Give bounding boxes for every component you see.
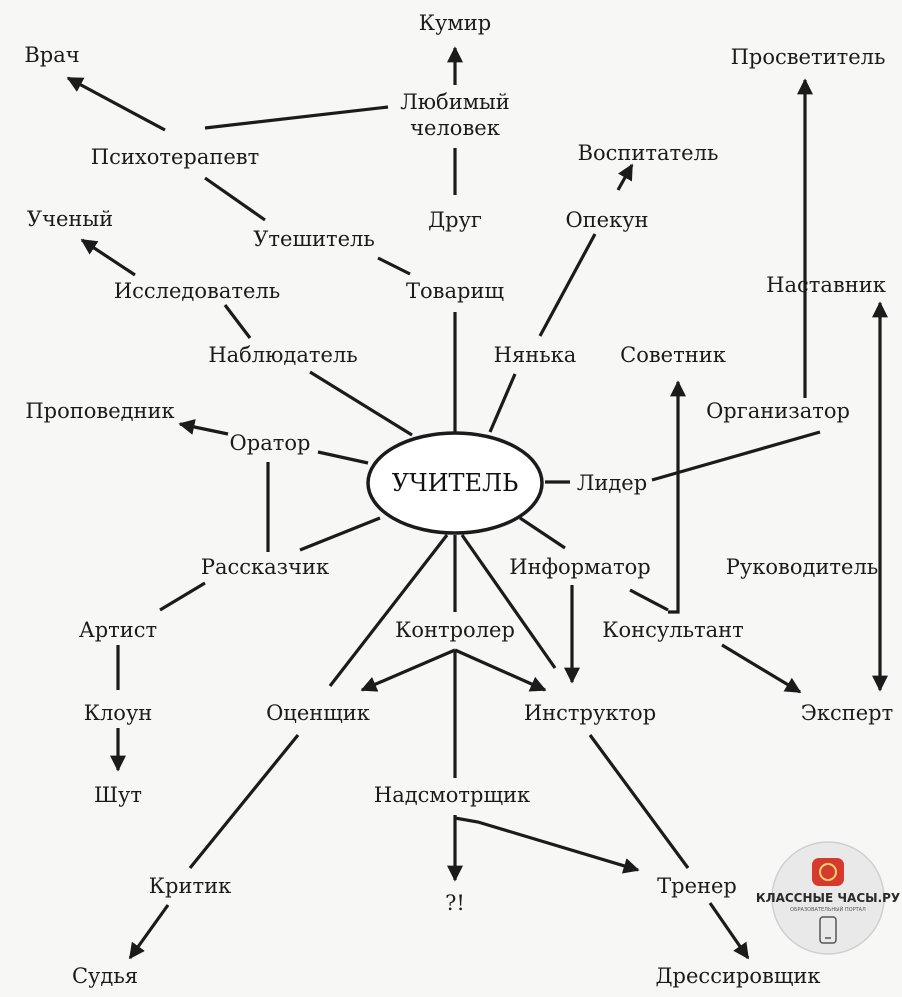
edge-nadsmotrshchik-trener <box>454 816 640 874</box>
node-konsultant: Консультант <box>602 618 744 642</box>
edge-center-nyanka <box>488 373 517 433</box>
node-informator: Информатор <box>509 555 650 579</box>
node-instruktor: Инструктор <box>524 701 656 725</box>
edge-trener-dressirovshchik <box>708 902 750 960</box>
watermark-title: КЛАССНЫЕ ЧАСЫ.РУ <box>756 891 900 905</box>
edge-konsultant-informator <box>629 588 669 612</box>
edge-uteshitel-tovarishch <box>377 256 411 276</box>
node-uteshitel: Утешитель <box>253 227 375 251</box>
node-propovednik: Проповедник <box>25 399 174 423</box>
node-dressirovshchik: Дрессировщик <box>655 964 820 988</box>
edge-center-informator <box>519 516 566 550</box>
edge-lyubimyy-psihoterapevt <box>204 105 389 130</box>
edge-rasskazchik-artist <box>159 581 206 612</box>
badge-emblem-icon <box>812 858 844 886</box>
edge-center-nablyudatel <box>309 370 413 437</box>
watermark-subtitle: ОБРАЗОВАТЕЛЬНЫЙ ПОРТАЛ <box>790 906 866 913</box>
node-rasskazchik: Рассказчик <box>201 555 329 579</box>
edge-nablyudatel-issledovatel <box>223 304 252 339</box>
edge-opekun-vospitatel <box>616 163 634 191</box>
node-lider: Лидер <box>577 471 647 495</box>
edge-issledovatel-uchenyy <box>80 238 136 277</box>
node-vrach: Врач <box>24 43 79 67</box>
node-uchenyy: Ученый <box>27 207 113 231</box>
edge-center-orator <box>317 450 369 465</box>
node-issledovatel: Исследователь <box>114 279 280 303</box>
node-ekspert: Эксперт <box>801 701 893 725</box>
node-nastavnik: Наставник <box>766 273 886 297</box>
edge-lider-organizator <box>651 430 821 482</box>
node-sudya: Судья <box>72 964 138 988</box>
node-vospitatel: Воспитатель <box>578 141 719 165</box>
node-nyanka: Нянька <box>494 343 577 367</box>
node-orator: Оратор <box>230 431 311 455</box>
node-kontroler: Контролер <box>395 618 515 642</box>
edge-psihoterapevt-vrach <box>66 76 166 132</box>
node-artist: Артист <box>79 618 157 642</box>
edge-instruktor-trener <box>588 734 690 869</box>
node-kloun: Клоун <box>84 701 153 725</box>
node-question: ?! <box>445 891 465 915</box>
edge-kontroler-instruktor <box>454 648 547 692</box>
edge-orator-propovednik <box>178 419 229 436</box>
edge-konsultant-sovetnik <box>668 380 686 614</box>
node-nadsmotrshchik: Надсмотрщик <box>374 783 530 807</box>
node-rukovoditel: Руководитель <box>726 555 878 579</box>
edge-psihoterapevt-uteshitel <box>204 176 266 222</box>
node-sovetnik: Советник <box>620 343 726 367</box>
edge-center-rasskazchik <box>299 516 381 552</box>
node-organizator: Организатор <box>706 399 850 423</box>
edge-nyanka-opekun <box>538 233 597 337</box>
node-drug: Друг <box>428 208 482 232</box>
edge-kritik-sudya <box>128 904 170 960</box>
center-ellipse <box>366 431 544 535</box>
edge-konsultant-ekspert <box>721 643 802 694</box>
node-shut: Шут <box>94 783 142 807</box>
node-nablyudatel: Наблюдатель <box>208 343 357 367</box>
connectors <box>66 46 888 960</box>
center-label: УЧИТЕЛЬ <box>392 469 519 497</box>
edge-center-ocenshchik <box>328 534 449 687</box>
node-ocenshchik: Оценщик <box>266 701 370 725</box>
node-opekun: Опекун <box>565 208 648 232</box>
node-lyubimyy-2: человек <box>410 116 500 140</box>
node-kumir: Кумир <box>419 11 491 35</box>
phone-icon <box>819 916 837 944</box>
edge-ocenshchik-kritik <box>188 733 300 870</box>
edge-kontroler-ocenshchik <box>360 648 456 692</box>
node-kritik: Критик <box>149 874 231 898</box>
edge-center-instruktor <box>460 534 557 669</box>
watermark-badge: КЛАССНЫЕ ЧАСЫ.РУ ОБРАЗОВАТЕЛЬНЫЙ ПОРТАЛ <box>756 841 900 955</box>
node-labels: Кумир Врач Просветитель Любимый человек … <box>24 11 893 988</box>
node-tovarishch: Товарищ <box>406 279 504 303</box>
node-psihoterapevt: Психотерапевт <box>91 145 259 169</box>
node-trener: Тренер <box>657 874 737 898</box>
node-prosvetitel: Просветитель <box>731 45 886 69</box>
node-lyubimyy-1: Любимый <box>400 90 510 114</box>
